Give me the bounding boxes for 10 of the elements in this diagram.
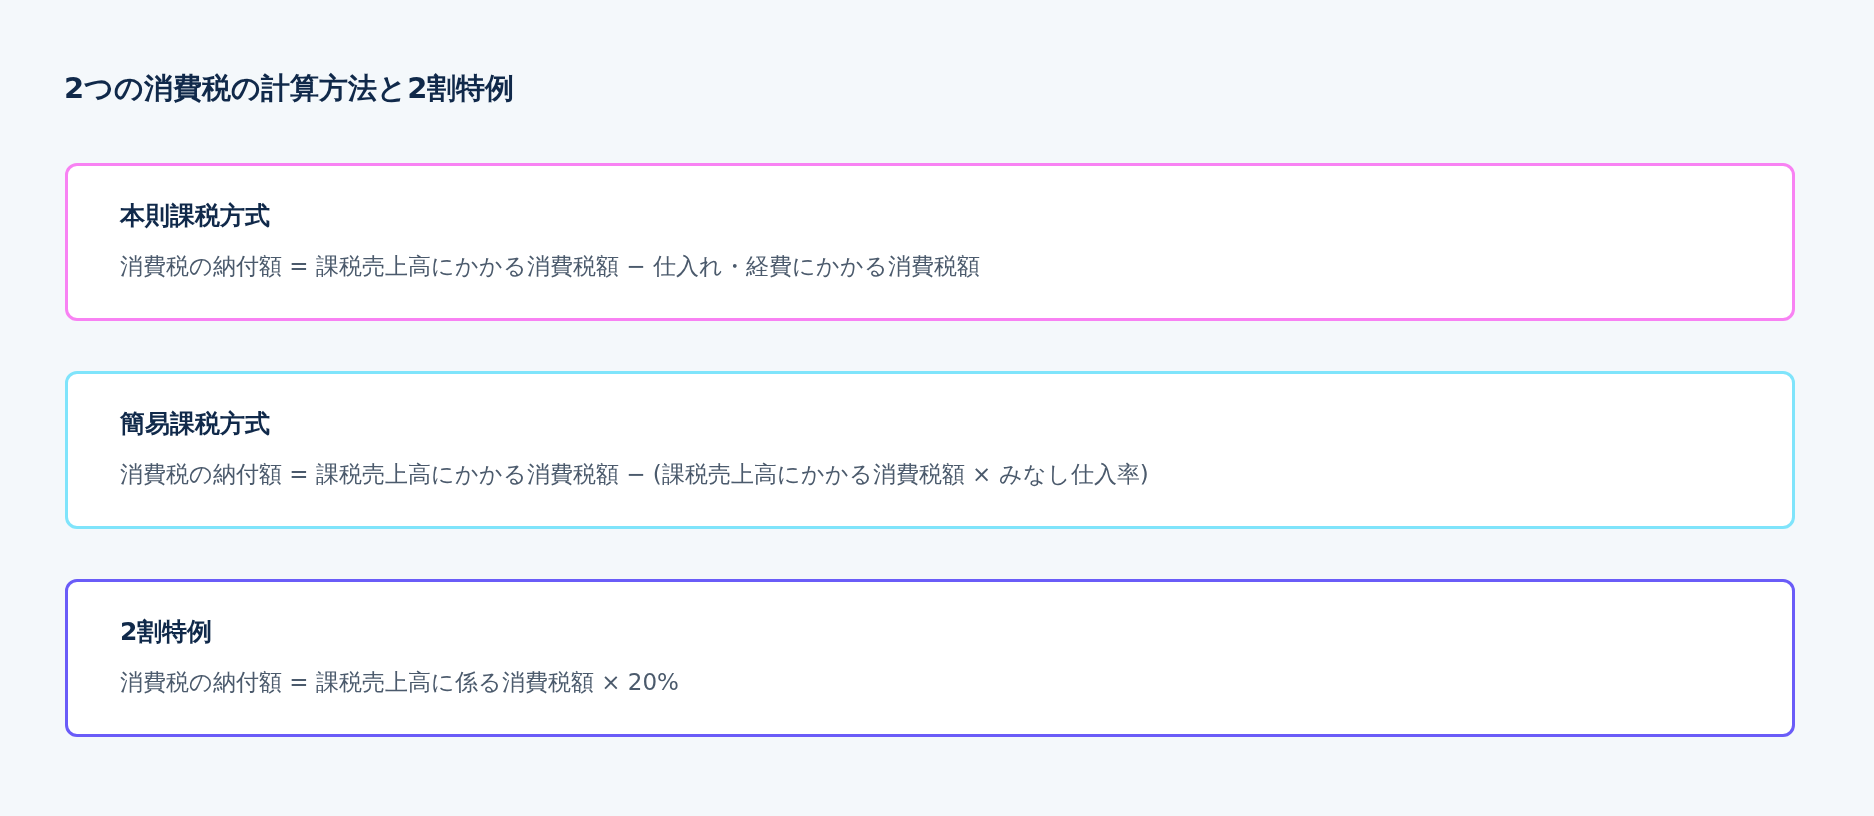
formula-text: 消費税の納付額 = 課税売上高にかかる消費税額 − (課税売上高にかかる消費税額 × みなし仕入率)	[120, 460, 1149, 489]
page-title: 2つの消費税の計算方法と2割特例	[64, 70, 515, 107]
method-heading: 本則課税方式	[120, 200, 270, 232]
method-heading: 簡易課税方式	[120, 408, 270, 440]
formula-text: 消費税の納付額 = 課税売上高に係る消費税額 × 20%	[120, 668, 679, 697]
formula-text: 消費税の納付額 = 課税売上高にかかる消費税額 − 仕入れ・経費にかかる消費税額	[120, 252, 980, 281]
method-card	[65, 579, 1795, 737]
method-card	[65, 371, 1795, 529]
method-card	[65, 163, 1795, 321]
method-heading: 2割特例	[120, 616, 213, 648]
